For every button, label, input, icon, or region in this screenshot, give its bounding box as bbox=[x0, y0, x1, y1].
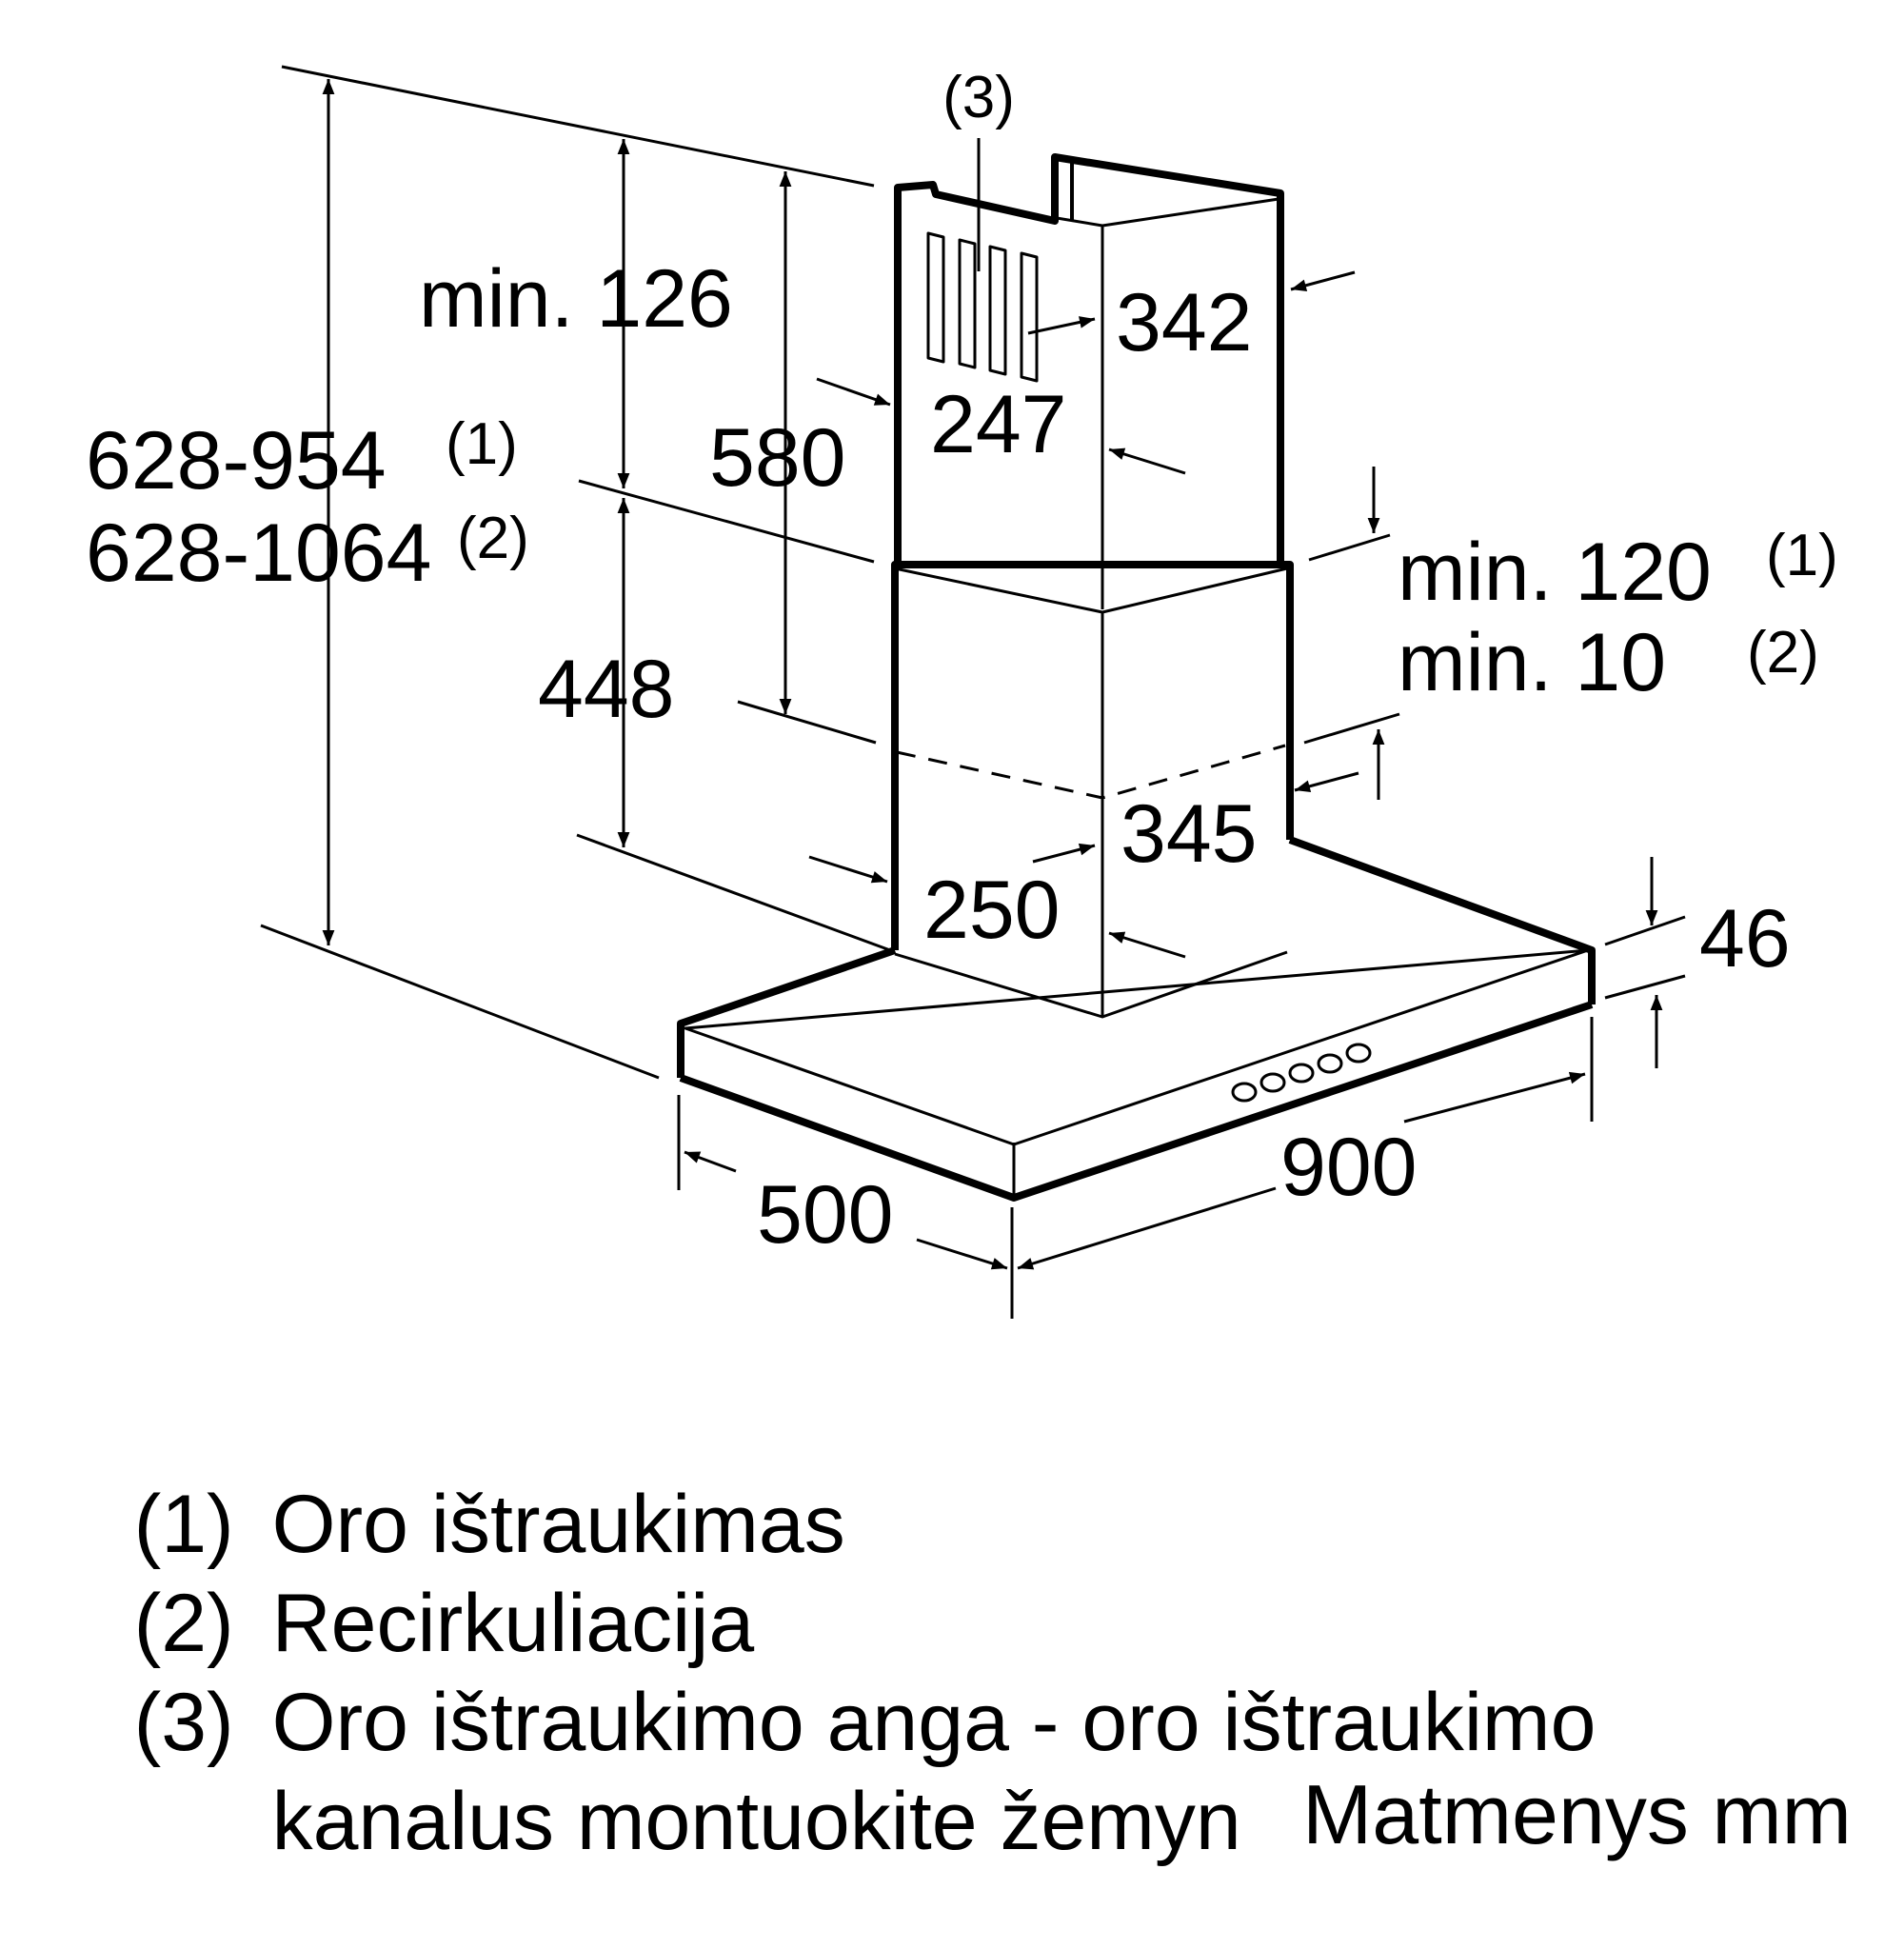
dim-line-250-left bbox=[808, 855, 888, 884]
dim-line-247-left bbox=[816, 377, 891, 407]
dim-line-500-right bbox=[916, 1238, 1008, 1270]
legend-item-1: (1) Oro ištraukimas bbox=[43, 1402, 845, 1647]
total-height-1-ref: (1) bbox=[446, 411, 518, 477]
legend-item-3-continued-text: kanalus montuokite žemyn bbox=[271, 1776, 1241, 1867]
range-hood-dimension-drawing: (3) min. 126 628-954 (1) 628-1064 (2) 58… bbox=[86, 65, 1838, 1319]
min-10-label: min. 10 bbox=[1398, 617, 1666, 708]
canopy-height-label: 46 bbox=[1699, 893, 1791, 984]
outlet-slots bbox=[926, 231, 1039, 383]
upper-chimney-outline bbox=[894, 153, 1284, 565]
dim-line-500-left bbox=[684, 1150, 737, 1173]
total-height-2-label: 628-1064 bbox=[86, 507, 431, 599]
legend-item-2: (2) Recirkuliacija bbox=[43, 1501, 755, 1746]
extension-lines bbox=[260, 65, 1686, 1319]
min-10-ref: (2) bbox=[1747, 620, 1819, 686]
lower-chimney-height-label: 448 bbox=[538, 644, 675, 735]
lower-chimney-top-edge bbox=[894, 567, 1288, 614]
canopy-bottom bbox=[679, 1001, 1594, 1202]
dim-line-900-right bbox=[1403, 1071, 1586, 1124]
canopy-depth-label: 500 bbox=[757, 1169, 894, 1261]
legend-item-2-text: Recirkuliacija bbox=[271, 1578, 755, 1669]
legend-item-3: (3) Oro ištraukimo anga - oro ištraukimo bbox=[43, 1600, 1597, 1845]
legend-item-3-number: (3) bbox=[133, 1677, 234, 1768]
legend-item-1-text: Oro ištraukimas bbox=[271, 1479, 845, 1570]
min-120-ref: (1) bbox=[1766, 523, 1838, 588]
legend-item-3-continued: kanalus montuokite žemyn bbox=[43, 1699, 1241, 1944]
canopy-top-face bbox=[684, 948, 1590, 1146]
legend-item-2-number: (2) bbox=[133, 1578, 234, 1669]
dimension-labels: (3) min. 126 628-954 (1) 628-1064 (2) 58… bbox=[86, 65, 1838, 1261]
min-126-label: min. 126 bbox=[419, 253, 733, 345]
dim-line-250-right bbox=[1108, 931, 1186, 959]
lower-chimney-outline bbox=[891, 561, 1294, 950]
units-label: Matmenys mm bbox=[1302, 1767, 1852, 1861]
min-120-label: min. 120 bbox=[1398, 527, 1712, 618]
total-height-1-label: 628-954 bbox=[86, 415, 387, 507]
lower-width-label: 345 bbox=[1121, 788, 1258, 880]
outlet-ref-label: (3) bbox=[942, 65, 1015, 130]
upper-width-label: 342 bbox=[1116, 277, 1253, 368]
dim-line-247-right bbox=[1108, 447, 1186, 475]
lower-depth-label: 250 bbox=[923, 865, 1061, 956]
legend-item-1-number: (1) bbox=[133, 1479, 234, 1570]
dim-line-345-left bbox=[1032, 843, 1096, 864]
dim-line-900-left bbox=[1017, 1186, 1277, 1270]
dim-line-342-right bbox=[1290, 270, 1356, 292]
canopy-top-left bbox=[677, 946, 897, 1078]
dimension-lines bbox=[322, 79, 1663, 1270]
overlap-hidden-line bbox=[896, 744, 1286, 800]
upper-depth-label: 247 bbox=[930, 379, 1067, 470]
dim-line-342-left bbox=[1027, 316, 1096, 335]
upper-chimney-height-label: 580 bbox=[709, 412, 846, 504]
canopy-top-right bbox=[1288, 836, 1596, 1004]
lower-chimney-bottom-edge bbox=[894, 950, 1288, 1019]
legend-item-3-text: Oro ištraukimo anga - oro ištraukimo bbox=[271, 1677, 1597, 1768]
canopy-width-label: 900 bbox=[1280, 1122, 1418, 1213]
dim-line-345-right bbox=[1294, 771, 1359, 793]
upper-chimney-top-edge bbox=[1056, 197, 1279, 228]
hood-outline bbox=[677, 153, 1596, 1202]
control-knobs bbox=[1231, 1043, 1372, 1103]
total-height-2-ref: (2) bbox=[457, 506, 529, 571]
